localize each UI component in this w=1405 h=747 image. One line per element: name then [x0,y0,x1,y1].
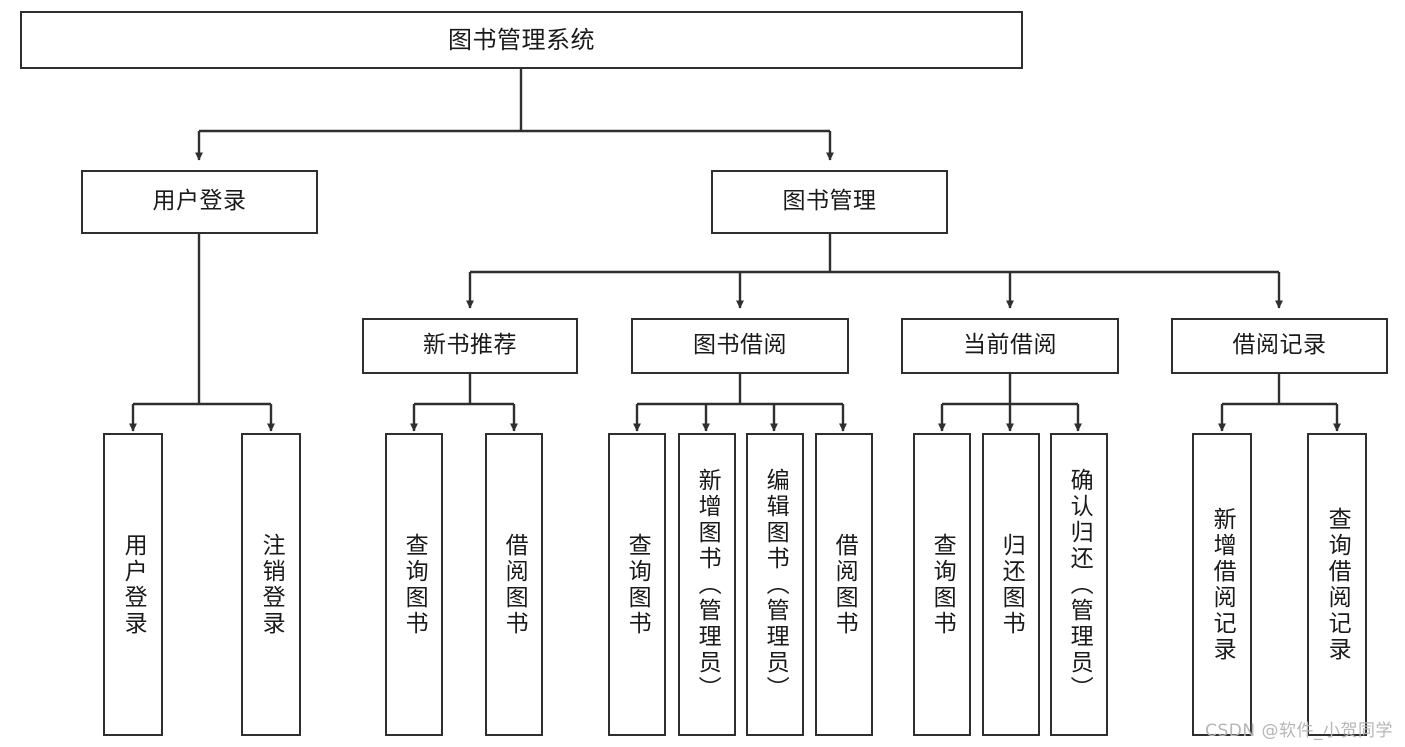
node-label: 归还图书 [998,532,1025,637]
node-label: 用户登录 [152,188,247,215]
leaf-borrow-edit-book-admin[interactable]: 编辑图书（管理员） [746,433,804,736]
node-label: 当前借阅 [963,332,1057,359]
node-label: 借阅图书 [501,532,528,637]
node-label: 用户登录 [120,532,147,637]
node-book-borrow[interactable]: 图书借阅 [631,318,849,374]
csdn-watermark: CSDN @软件_小贺同学 [1205,721,1393,741]
node-label: 查询图书 [929,532,956,637]
node-label: 确认归还（管理员） [1066,467,1093,702]
node-label: 查询图书 [401,532,428,637]
node-label: 新书推荐 [423,332,517,359]
node-label: 编辑图书（管理员） [762,467,789,702]
node-user-login[interactable]: 用户登录 [81,170,318,234]
node-label: 图书管理 [782,188,877,215]
leaf-current-confirm-return-admin[interactable]: 确认归还（管理员） [1050,433,1108,736]
leaf-user-login-logout[interactable]: 注销登录 [241,433,301,736]
leaf-borrow-add-book-admin[interactable]: 新增图书（管理员） [678,433,736,736]
node-new-book-recommend[interactable]: 新书推荐 [362,318,578,374]
node-label: 图书借阅 [693,332,787,359]
node-label: 新增借阅记录 [1209,506,1236,663]
node-label: 注销登录 [258,532,285,637]
leaf-new-book-borrow[interactable]: 借阅图书 [485,433,543,736]
node-label: 新增图书（管理员） [694,467,721,702]
leaf-borrow-borrow-book[interactable]: 借阅图书 [815,433,873,736]
node-label: 借阅图书 [831,532,858,637]
leaf-user-login-login[interactable]: 用户登录 [103,433,163,736]
node-book-management-system[interactable]: 图书管理系统 [20,11,1023,69]
node-label: 借阅记录 [1232,332,1327,359]
node-current-borrow[interactable]: 当前借阅 [901,318,1119,374]
node-label: 图书管理系统 [448,25,595,54]
node-book-management[interactable]: 图书管理 [711,170,948,234]
leaf-current-query-book[interactable]: 查询图书 [913,433,971,736]
leaf-record-query-borrow-record[interactable]: 查询借阅记录 [1307,433,1367,736]
node-label: 查询借阅记录 [1324,506,1351,663]
leaf-record-add-borrow-record[interactable]: 新增借阅记录 [1192,433,1252,736]
leaf-new-book-query[interactable]: 查询图书 [385,433,443,736]
node-label: 查询图书 [624,532,651,637]
leaf-borrow-query-book[interactable]: 查询图书 [608,433,666,736]
leaf-current-return-book[interactable]: 归还图书 [982,433,1040,736]
node-borrow-record[interactable]: 借阅记录 [1171,318,1388,374]
